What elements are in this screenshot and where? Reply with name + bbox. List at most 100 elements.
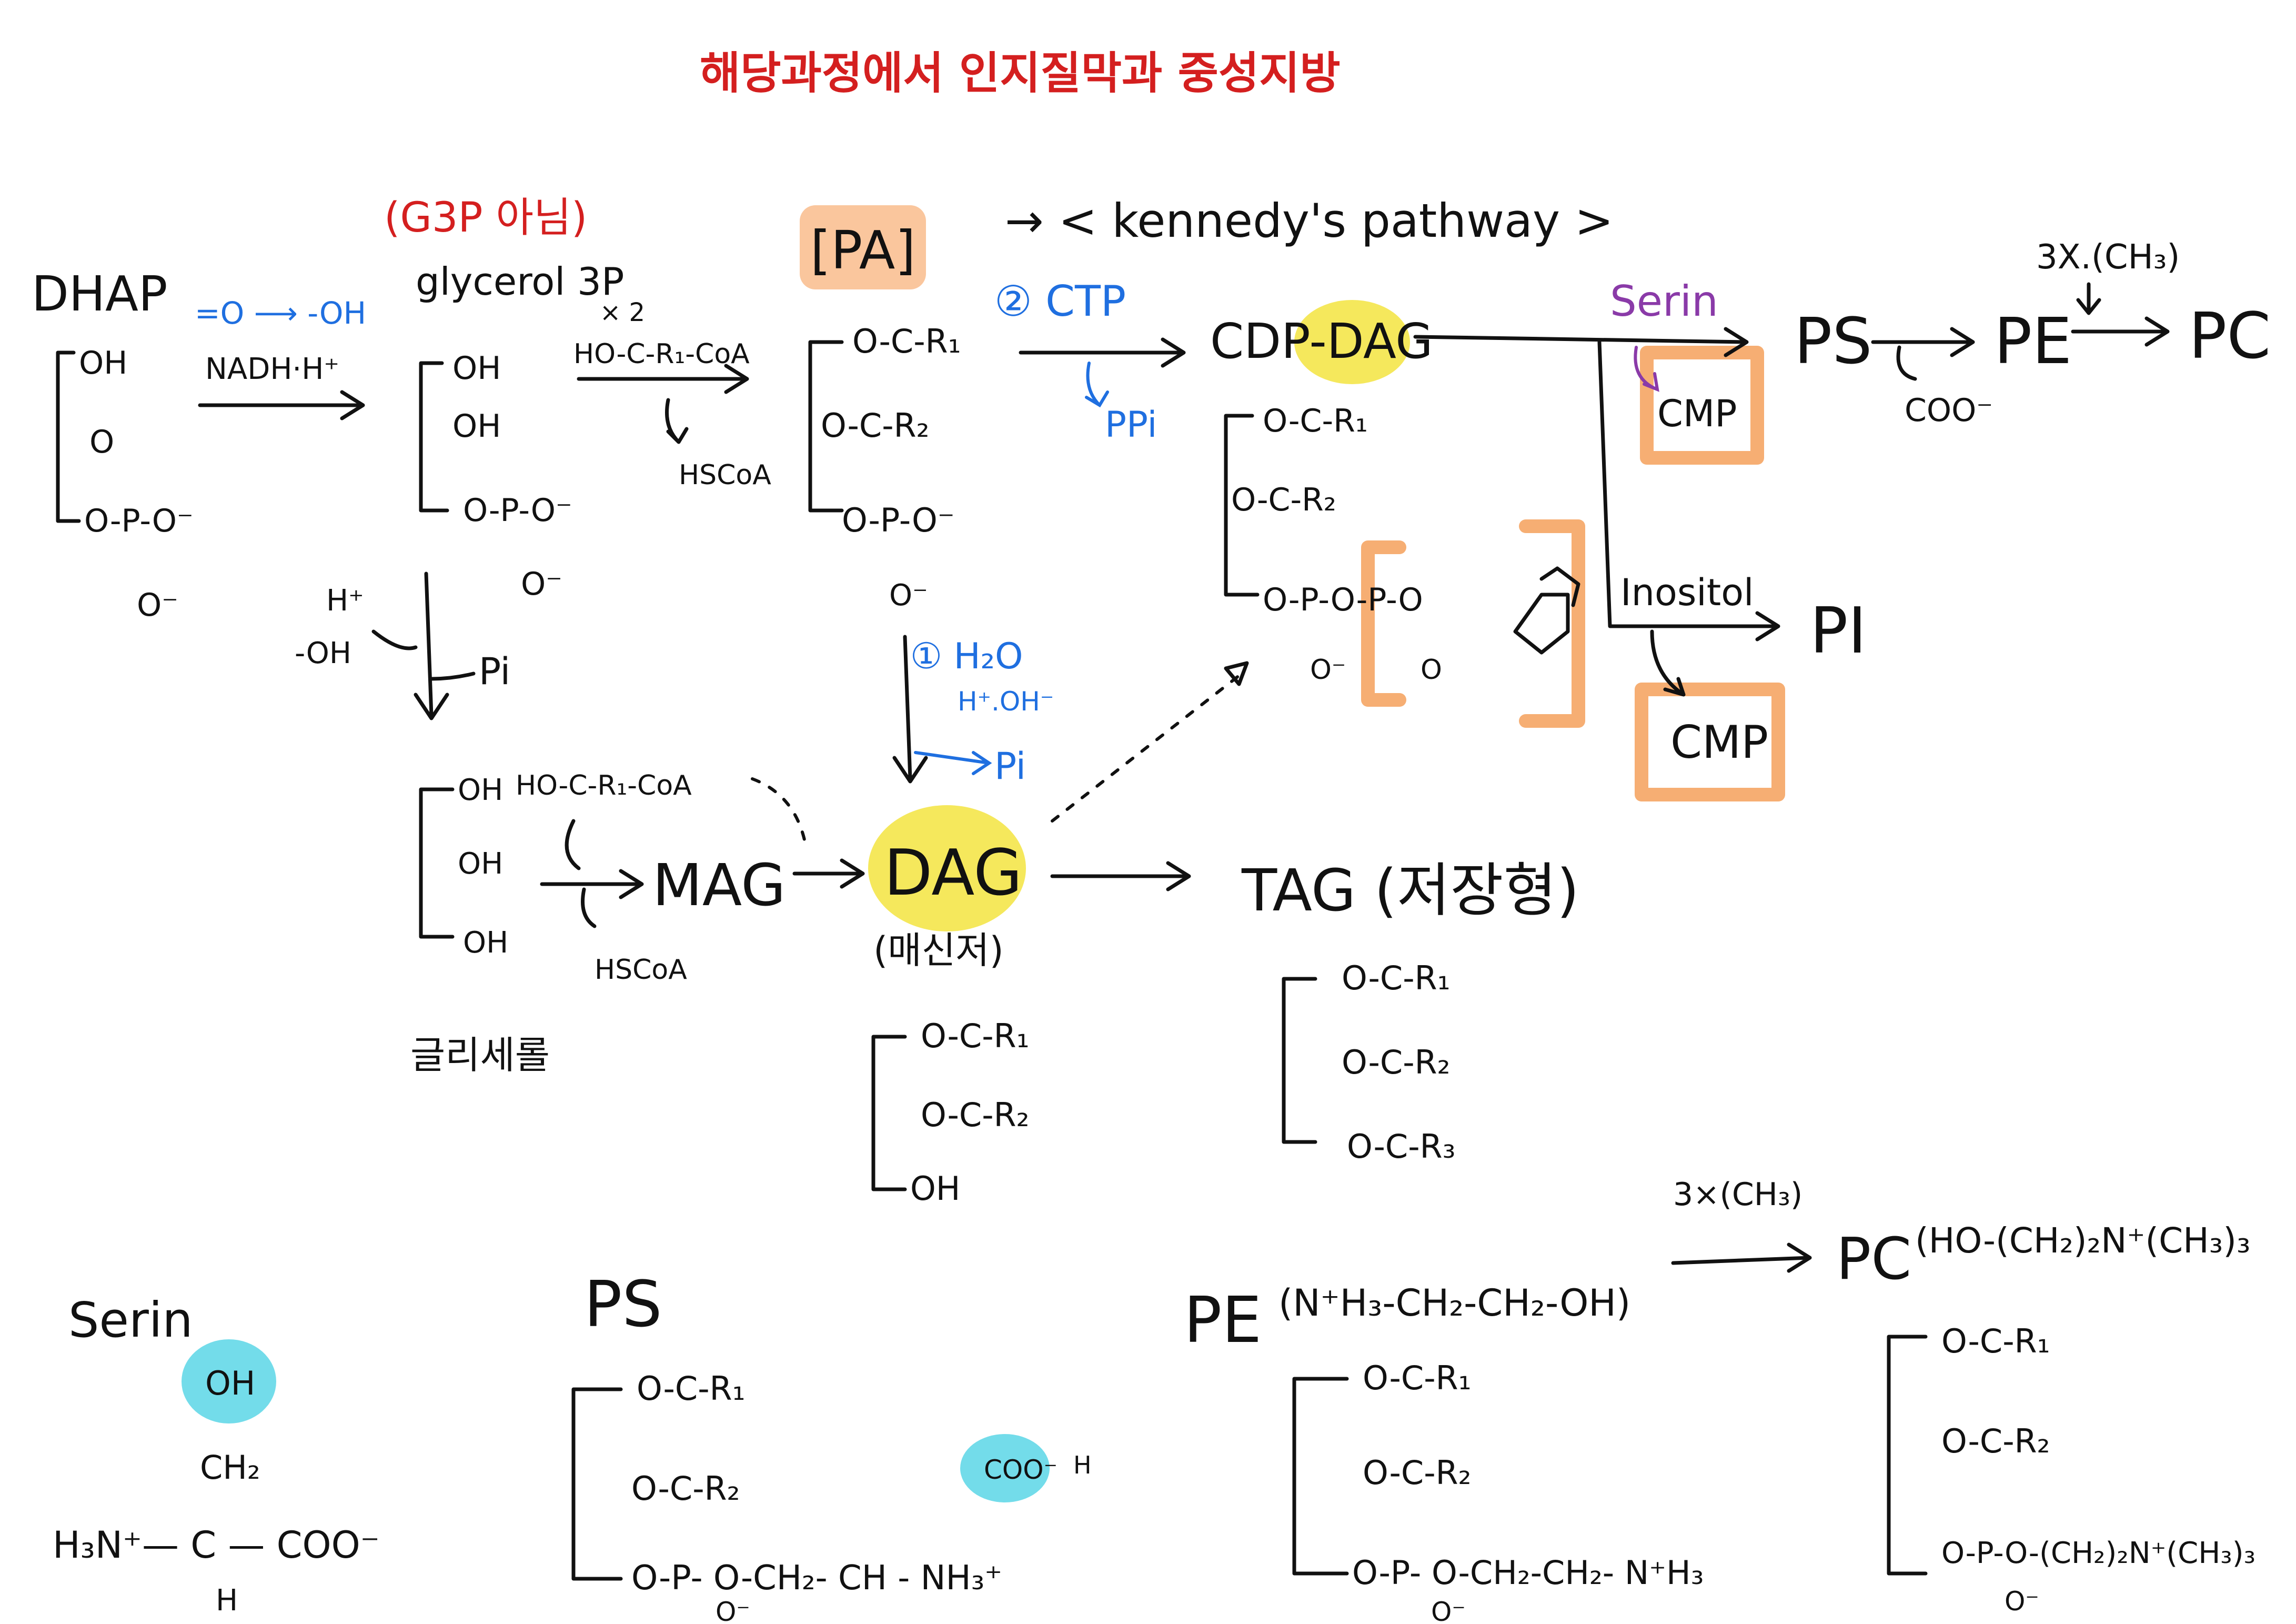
- arrow-pe-to-pc: [2071, 316, 2170, 347]
- tag-backbone: [1282, 977, 1317, 1144]
- methyl-bottom: 3×(CH₃): [1673, 1176, 1802, 1213]
- ps-bottom-label: PS: [584, 1268, 662, 1341]
- pi-blue-arrow: [914, 751, 992, 775]
- serin-main: H₃N⁺— C — COO⁻: [53, 1523, 380, 1567]
- ps-h: H: [1073, 1451, 1092, 1479]
- dhap-ketone: O: [89, 424, 114, 460]
- glycerol-oh3: OH: [463, 926, 508, 960]
- arrow-mag-to-dag: [792, 858, 865, 889]
- pc-chain: O-P-O-(CH₂)₂N⁺(CH₃)₃: [1941, 1536, 2255, 1570]
- dag-messenger-note: (매신저): [873, 929, 1004, 972]
- dag-r1: O-C-R₁: [921, 1017, 1030, 1055]
- g3p-note: (G3P 아님): [384, 194, 587, 242]
- hscoa-release-arrow: [665, 398, 689, 444]
- arrow-pa-to-dag: [892, 635, 928, 784]
- cmp2-highlight: [1635, 683, 1785, 801]
- glycerol-oh2: OH: [458, 847, 503, 881]
- dotted-dag-to-cdpdag: [1051, 672, 1243, 823]
- h-oh-label: H⁺.OH⁻: [958, 686, 1054, 717]
- serin-oh: OH: [205, 1364, 255, 1402]
- serin-label-top: Serin: [1610, 277, 1718, 326]
- dag-highlight-top: [1294, 300, 1410, 384]
- dag-backbone: [871, 1035, 907, 1191]
- ps-chain: O-P- O-CH₂- CH - NH₃⁺: [631, 1559, 1002, 1598]
- glycerol-backbone: [419, 787, 455, 939]
- glycerol-3p-label: glycerol 3P: [416, 259, 624, 304]
- dag-oh: OH: [910, 1169, 960, 1208]
- minus-oh-label: -OH: [295, 636, 351, 670]
- ps-r1: O-C-R₁: [637, 1369, 746, 1408]
- acyl-coa-reagent: HO-C-R₁-CoA: [573, 338, 750, 370]
- cmp-label-2: CMP: [1670, 716, 1768, 769]
- serin-h: H: [216, 1583, 238, 1618]
- pa-highlight: [800, 205, 926, 289]
- step1-label: =O ⟶ -OH: [195, 295, 366, 331]
- pc-bottom-label: PC: [1836, 1225, 1911, 1292]
- mag-hscoa-out-arrow: [581, 887, 597, 928]
- cmp-label-1: CMP: [1657, 392, 1737, 435]
- cytidine-ring: [1513, 566, 1580, 655]
- ps-coo-highlight: [960, 1434, 1050, 1502]
- serin-ch2: CH₂: [200, 1448, 260, 1487]
- pa-phosphate-o: O⁻: [889, 578, 928, 613]
- pe-formula: (N⁺H₃-CH₂-CH₂-OH): [1278, 1281, 1630, 1325]
- pi-release-arrow: [429, 671, 476, 681]
- ppi-label: PPi: [1105, 404, 1157, 446]
- ppi-release-arrow: [1085, 362, 1109, 408]
- nadh-label: NADH·H⁺: [205, 352, 339, 386]
- serin-cmp-arrow: [1634, 346, 1659, 392]
- arrow-cdpdag-to-ps: [1413, 327, 1749, 357]
- pe-phosphate-o: O⁻: [1431, 1597, 1466, 1624]
- arrow-ps-to-pe: [1871, 327, 1975, 357]
- cdp-dag-backbone: [1224, 414, 1260, 597]
- dag-r2: O-C-R₂: [921, 1096, 1030, 1134]
- pc-r2: O-C-R₂: [1941, 1422, 2050, 1460]
- ps-backbone: [571, 1387, 623, 1581]
- dotted-acyl-to-dag: [751, 777, 807, 844]
- g3p-phosphate-o: O⁻: [521, 566, 562, 603]
- pc-top: PC: [2189, 300, 2271, 373]
- cdp-r2: O-C-R₂: [1231, 482, 1336, 518]
- hplus-input-arrow: [371, 629, 418, 650]
- cdp-phosphates: O-P-O-P-O: [1263, 582, 1423, 618]
- serin-oh-highlight: [182, 1339, 276, 1423]
- dotted-arrowhead: [1224, 661, 1249, 686]
- nucleotide-bracket-left: [1361, 540, 1406, 707]
- pe-backbone: [1292, 1377, 1349, 1576]
- pa-label: [PA]: [810, 219, 915, 281]
- cdp-phosphate-o2: O: [1421, 654, 1442, 686]
- ps-r2: O-C-R₂: [631, 1469, 740, 1508]
- pe-bottom-label: PE: [1184, 1284, 1262, 1357]
- ctp-label: ② CTP: [994, 277, 1126, 326]
- tag-label: TAG (저장형): [1241, 857, 1579, 924]
- glycerol-oh1: OH: [458, 773, 503, 807]
- arrow-dag-to-tag: [1050, 861, 1191, 891]
- h2o-label: ① H₂O: [910, 636, 1023, 677]
- mag-acyl-reagent: HO-C-R₁-CoA: [516, 770, 692, 801]
- coo-release: COO⁻: [1905, 392, 1993, 429]
- pa-r2: O-C-R₂: [821, 406, 930, 445]
- dhap-phosphate: O-P-O⁻: [84, 503, 194, 539]
- pe-r1: O-C-R₁: [1363, 1359, 1472, 1397]
- tag-r2: O-C-R₂: [1342, 1043, 1451, 1081]
- pc-formula: (HO-(CH₂)₂N⁺(CH₃)₃: [1915, 1220, 2250, 1261]
- dhap-phosphate-o: O⁻: [137, 587, 178, 624]
- pc-phosphate-o: O⁻: [2005, 1586, 2039, 1617]
- arrow-g3p-to-pa: [577, 364, 749, 394]
- page-title: 해당과정에서 인지질막과 중성지방: [700, 47, 1341, 99]
- pa-r1: O-C-R₁: [852, 322, 961, 360]
- pe-top: PE: [1994, 305, 2072, 378]
- cmp1-highlight: [1640, 346, 1764, 465]
- kennedy-pathway-label: → < kennedy's pathway >: [1005, 194, 1614, 248]
- pa-backbone: [808, 340, 844, 513]
- arrow-glycerol-to-mag: [540, 869, 644, 899]
- cdp-phosphate-o1: O⁻: [1310, 654, 1346, 686]
- methyl-top: 3X.(CH₃): [2036, 238, 2180, 277]
- pi-product: PI: [1810, 595, 1867, 668]
- pe-r2: O-C-R₂: [1363, 1453, 1472, 1492]
- serin-label: Serin: [68, 1292, 193, 1348]
- inositol-label: Inositol: [1620, 571, 1754, 614]
- dag-highlight-middle: [868, 805, 1026, 931]
- ps-coo: COO⁻: [984, 1455, 1058, 1485]
- arrow-cdpdag-to-pi: [1597, 340, 1780, 641]
